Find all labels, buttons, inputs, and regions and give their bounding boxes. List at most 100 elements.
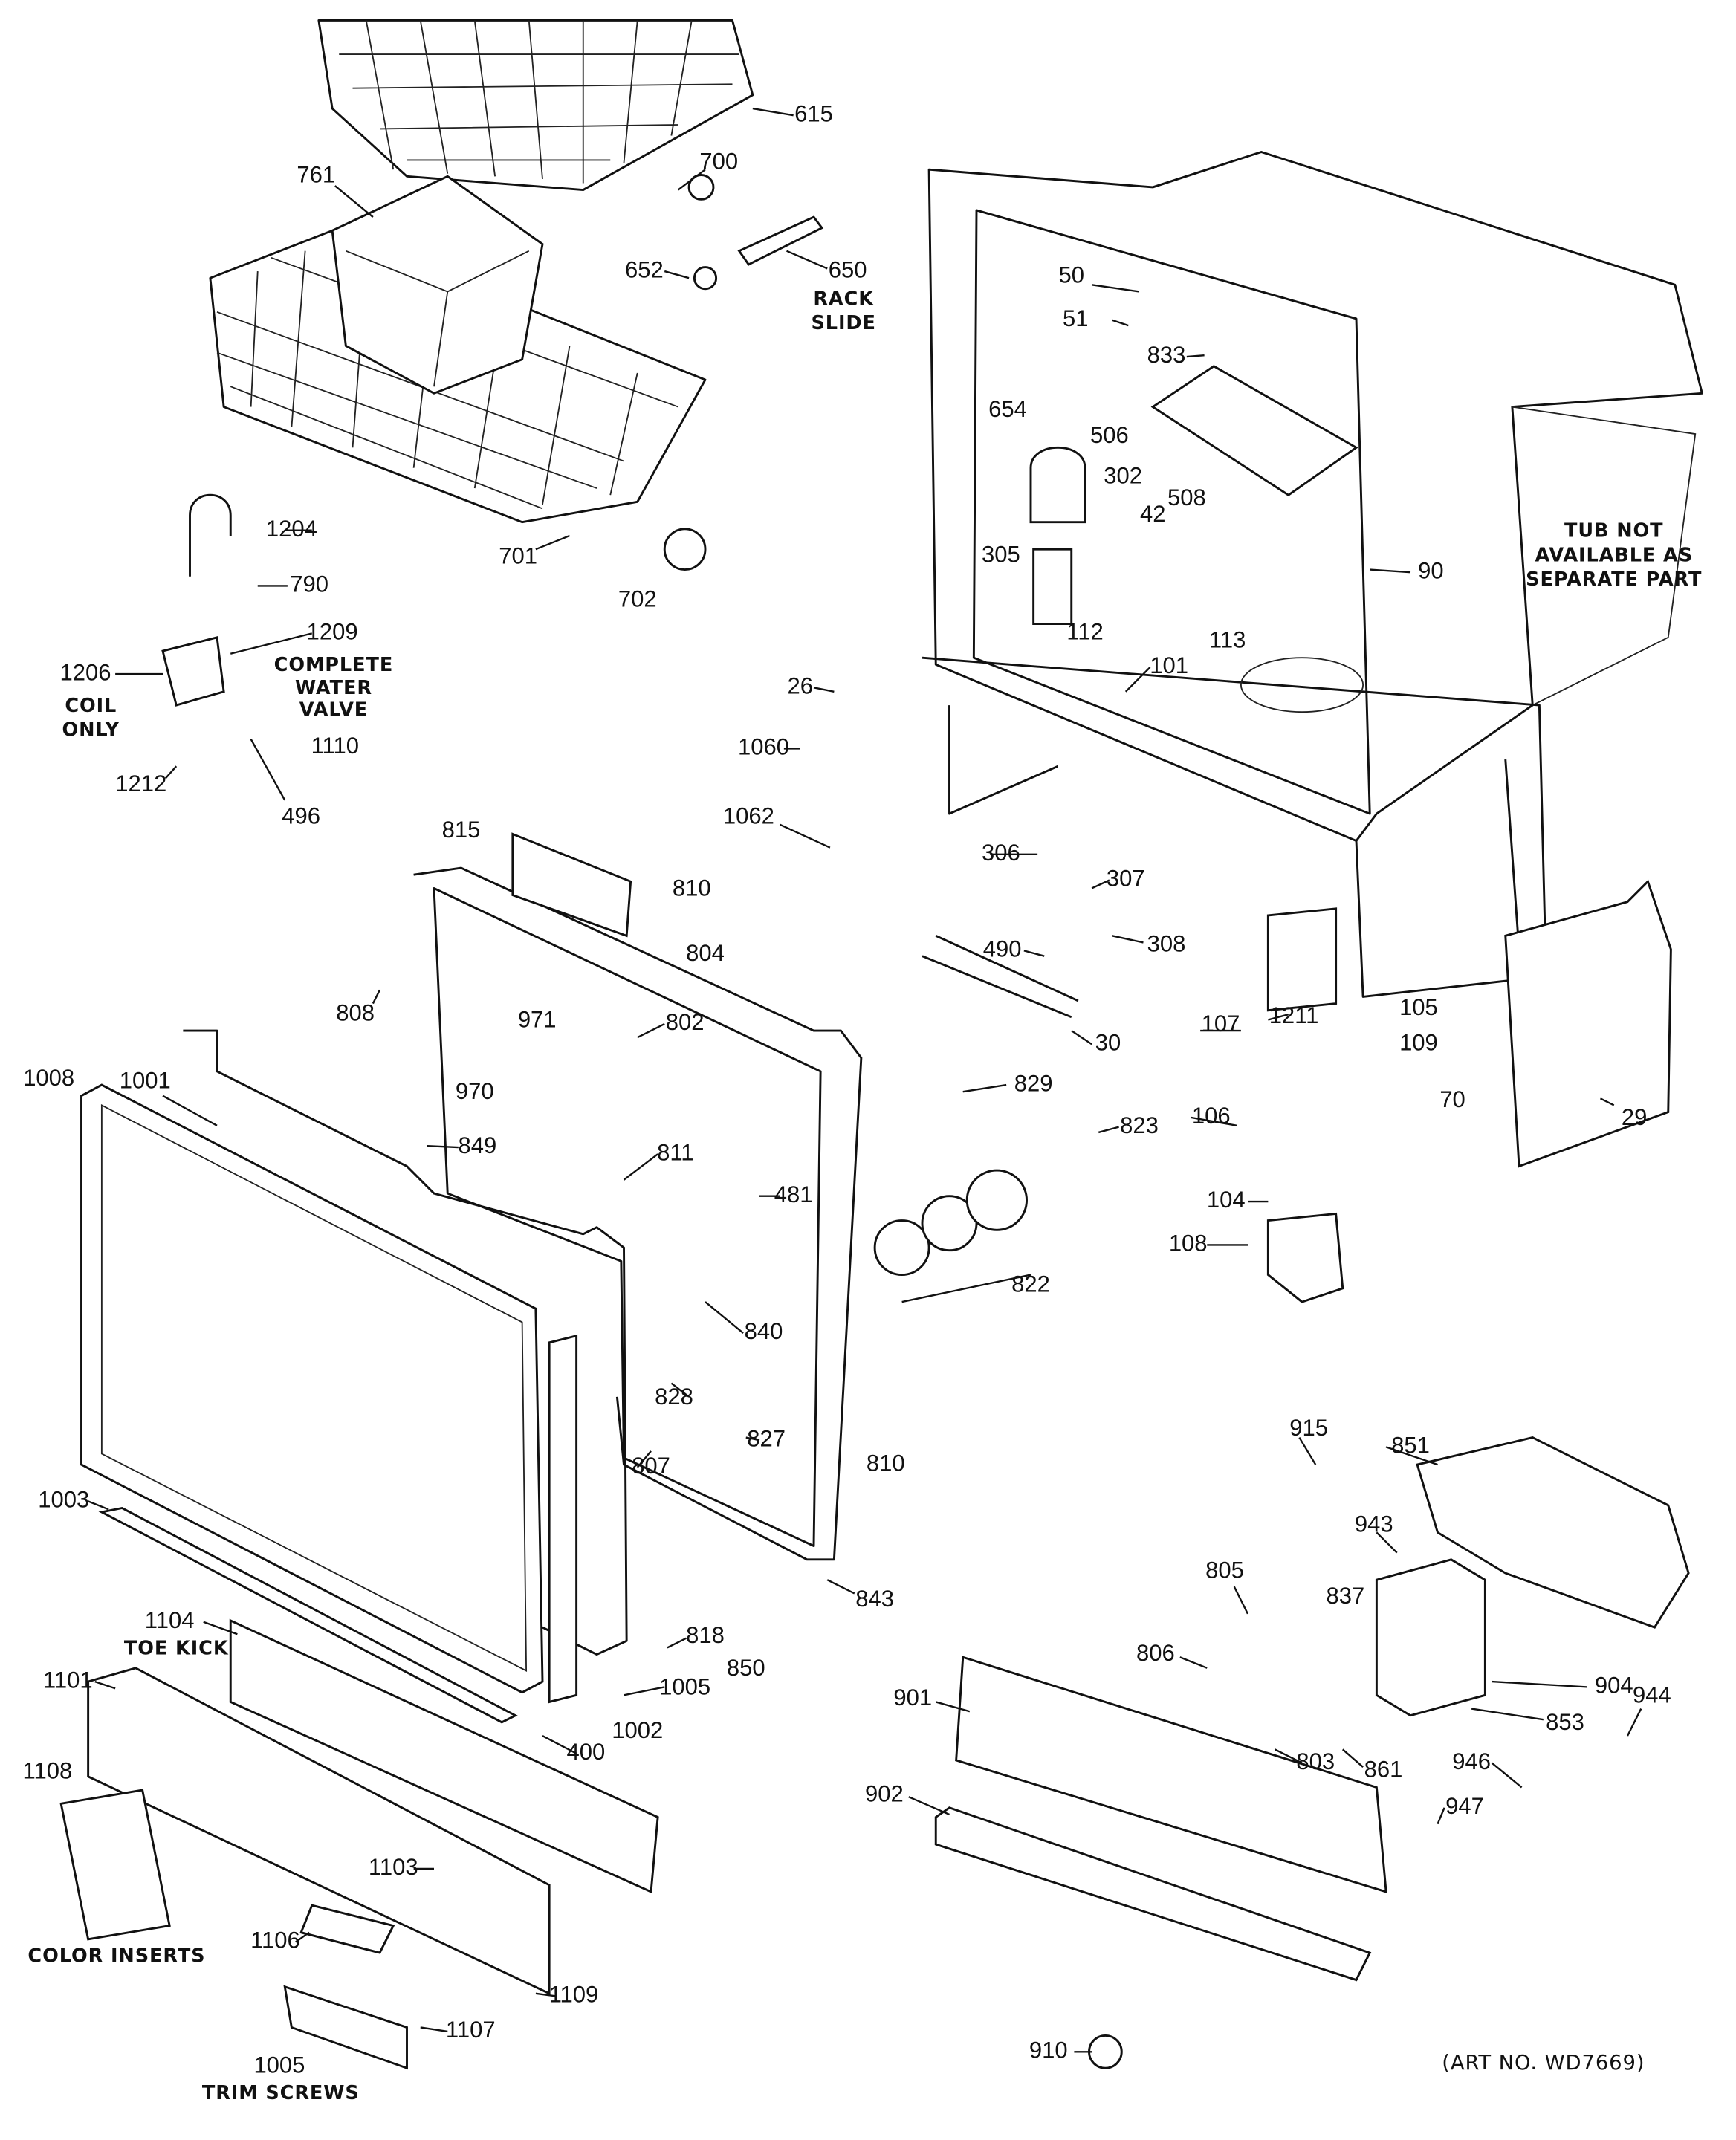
part-callout: 1109 <box>549 1982 599 2008</box>
part-callout: 843 <box>855 1586 894 1612</box>
part-callout: 971 <box>518 1006 557 1032</box>
caption-trim-screws: TRIM SCREWS <box>202 2082 360 2104</box>
part-callout: 970 <box>456 1078 494 1104</box>
impeller <box>965 1169 1028 1231</box>
part-callout: 804 <box>686 940 725 966</box>
part-callout: 400 <box>567 1739 606 1765</box>
part-callout: 30 <box>1095 1030 1121 1056</box>
water-valve <box>161 636 225 707</box>
control-panel <box>955 1656 1387 1893</box>
door-inner-panel <box>183 1029 628 1656</box>
part-callout: 113 <box>1209 626 1246 652</box>
upper-rack <box>317 19 754 192</box>
caption-toe-kick: TOE KICK <box>124 1637 229 1659</box>
part-callout: 802 <box>666 1009 705 1035</box>
part-callout: 853 <box>1546 1709 1584 1735</box>
part-callout: 915 <box>1289 1415 1328 1441</box>
gasket <box>873 1219 930 1277</box>
part-callout: 1206 <box>59 659 111 685</box>
part-callout: 818 <box>686 1622 725 1648</box>
art-number: (ART NO. WD7669) <box>1442 2052 1645 2075</box>
part-callout: 1002 <box>612 1717 663 1743</box>
caption-valve: VALVE <box>299 698 368 721</box>
part-callout: 26 <box>788 673 814 699</box>
caption-slide: SLIDE <box>811 312 875 334</box>
part-callout: 308 <box>1147 930 1186 956</box>
caption-tub-3: SEPARATE PART <box>1526 568 1702 591</box>
part-callout: 701 <box>499 542 537 568</box>
part-callout: 944 <box>1633 1682 1671 1708</box>
part-callout: 481 <box>774 1181 813 1207</box>
part-callout: 42 <box>1140 501 1166 527</box>
vent-cover <box>1266 907 1338 1012</box>
part-callout: 508 <box>1167 484 1206 510</box>
part-callout: 1003 <box>38 1487 89 1513</box>
part-callout: 1204 <box>266 516 317 542</box>
part-callout: 702 <box>618 586 657 612</box>
part-callout: 815 <box>442 817 481 843</box>
part-callout: 107 <box>1202 1011 1240 1037</box>
part-callout: 823 <box>1120 1112 1159 1138</box>
caption-tub-2: AVAILABLE AS <box>1535 544 1693 566</box>
silverware-basket <box>331 175 544 395</box>
part-callout: 1209 <box>307 619 358 645</box>
part-callout: 1062 <box>723 803 774 829</box>
caption-water: WATER <box>295 677 372 699</box>
timer <box>1375 1558 1486 1717</box>
part-callout: 861 <box>1364 1757 1403 1783</box>
part-callout: 654 <box>988 396 1027 422</box>
part-callout: 1001 <box>120 1068 171 1094</box>
part-callout: 1110 <box>311 733 359 759</box>
part-callout: 1108 <box>23 1758 73 1784</box>
part-callout: 70 <box>1439 1086 1465 1112</box>
door-outer-panel <box>80 1083 544 1694</box>
rack-stop <box>693 266 718 291</box>
part-callout: 496 <box>282 803 320 829</box>
part-callout: 29 <box>1622 1104 1648 1130</box>
caption-complete: COMPLETE <box>274 654 394 676</box>
part-callout: 803 <box>1296 1748 1335 1774</box>
part-callout: 650 <box>829 256 867 282</box>
part-callout: 850 <box>727 1655 765 1681</box>
part-callout: 1005 <box>253 2052 305 2078</box>
part-callout: 806 <box>1136 1640 1175 1666</box>
part-callout: 652 <box>625 256 664 282</box>
part-callout: 810 <box>867 1450 905 1476</box>
door-springs <box>922 934 1079 1019</box>
part-callout: 790 <box>290 571 328 597</box>
insulation-blanket <box>1504 879 1672 1168</box>
toe-kick <box>229 1618 659 1894</box>
part-callout: 112 <box>1066 619 1103 645</box>
part-callout: 901 <box>893 1685 932 1711</box>
part-callout: 840 <box>745 1318 783 1344</box>
part-callout: 306 <box>982 840 1020 866</box>
door-bottom-trim <box>98 1506 518 1724</box>
part-callout: 1060 <box>738 734 789 760</box>
part-callout: 849 <box>459 1132 497 1158</box>
part-callout: 946 <box>1452 1748 1491 1774</box>
part-callout: 837 <box>1327 1583 1365 1609</box>
sump-cover <box>1266 1212 1344 1303</box>
trim-piece-1106 <box>299 1904 395 1954</box>
roller-702 <box>663 528 707 571</box>
color-insert <box>59 1789 171 1941</box>
part-callout: 1212 <box>115 771 166 797</box>
access-panel <box>87 1667 551 1996</box>
part-callout: 910 <box>1029 2037 1068 2063</box>
door-side-trim <box>548 1334 578 1704</box>
part-callout: 305 <box>982 542 1020 568</box>
part-callout: 615 <box>794 100 833 126</box>
part-callout: 106 <box>1192 1103 1231 1129</box>
part-callout: 506 <box>1090 422 1129 448</box>
part-callout: 1107 <box>446 2017 496 2043</box>
part-callout: 1104 <box>145 1607 195 1633</box>
part-callout: 302 <box>1104 463 1142 489</box>
part-callout: 805 <box>1205 1557 1244 1583</box>
part-callout: 51 <box>1063 305 1089 331</box>
caption-color-inserts: COLOR INSERTS <box>27 1945 205 1968</box>
control-housing <box>1416 1436 1690 1629</box>
trim-piece <box>283 1985 408 2070</box>
part-callout: 1106 <box>250 1927 300 1953</box>
part-callout: 947 <box>1445 1793 1484 1819</box>
